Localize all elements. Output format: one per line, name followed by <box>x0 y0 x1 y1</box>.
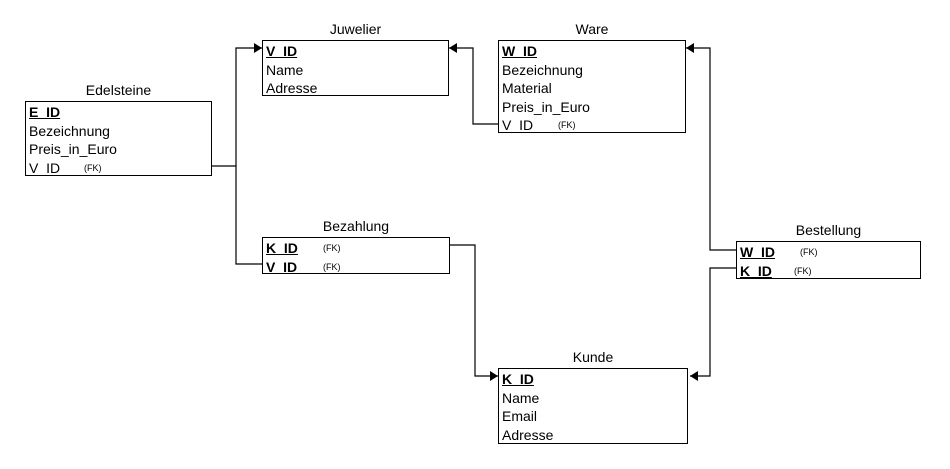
entity-ware-attr-material: Material <box>502 79 685 98</box>
attr-name: V_ID <box>266 258 298 275</box>
attr-name: Bezeichnung <box>502 61 583 78</box>
entity-ware-attr-preis: Preis_in_Euro <box>502 98 685 117</box>
connector-bezahlung-kunde <box>450 244 498 381</box>
attr-name: E_ID <box>29 104 61 120</box>
entity-edelsteine-attr-v-id: V_ID (FK) <box>29 159 211 178</box>
attr-name: Name <box>266 61 304 78</box>
entity-juwelier[interactable]: Juwelier V_ID Name Adresse <box>262 21 449 96</box>
fk-marker: (FK) <box>800 247 818 257</box>
entity-bezahlung-attr-v-id: V_ID (FK) <box>266 258 449 277</box>
attr-name: Preis_in_Euro <box>502 98 590 115</box>
entity-juwelier-title: Juwelier <box>329 21 382 37</box>
entity-juwelier-attr-name: Name <box>266 61 448 80</box>
entity-ware-attr-bezeichnung: Bezeichnung <box>502 61 685 80</box>
entity-ware-box: W_ID Bezeichnung Material Preis_in_Euro … <box>498 40 686 133</box>
entity-edelsteine[interactable]: Edelsteine E_ID Bezeichnung Preis_in_Eur… <box>25 82 212 176</box>
attr-name: V_ID <box>266 43 298 59</box>
entity-ware[interactable]: Ware W_ID Bezeichnung Material Preis_in_… <box>498 21 686 133</box>
entity-bestellung-box: W_ID (FK) K_ID (FK) <box>736 241 921 279</box>
entity-kunde[interactable]: Kunde K_ID Name Email Adresse <box>498 349 688 444</box>
entity-ware-attr-v-id: V_ID (FK) <box>502 116 685 135</box>
entity-kunde-title: Kunde <box>572 349 614 365</box>
entity-bezahlung-title: Bezahlung <box>322 218 390 234</box>
attr-name: Adresse <box>266 80 318 96</box>
attr-name: V_ID <box>502 117 534 133</box>
fk-marker: (FK) <box>323 261 341 272</box>
attr-name: Email <box>502 408 538 424</box>
entity-juwelier-attr-adresse: Adresse <box>266 79 448 98</box>
entity-bezahlung-box: K_ID (FK) V_ID (FK) <box>262 237 450 277</box>
entity-ware-attr-w-id: W_ID <box>502 42 685 61</box>
entity-kunde-attr-k-id: K_ID <box>502 370 687 389</box>
connector-bestellung-kunde <box>690 267 736 381</box>
entity-edelsteine-attr-preis: Preis_in_Euro <box>29 140 211 159</box>
attr-name: Adresse <box>502 426 554 443</box>
attr-name: K_ID <box>502 371 534 387</box>
entity-edelsteine-attr-e-id: E_ID <box>29 103 211 122</box>
attr-name: W_ID <box>502 43 537 59</box>
attr-name: K_ID <box>740 262 772 279</box>
entity-bestellung-title: Bestellung <box>795 222 862 238</box>
connector-edelsteine-juwelier <box>212 43 262 167</box>
connector-ware-juwelier <box>449 43 498 125</box>
fk-marker: (FK) <box>323 243 341 253</box>
entity-kunde-box: K_ID Name Email Adresse <box>498 368 688 444</box>
attr-name: Preis_in_Euro <box>29 141 117 157</box>
fk-marker: (FK) <box>794 265 812 276</box>
entity-kunde-attr-email: Email <box>502 407 687 426</box>
entity-kunde-attr-name: Name <box>502 389 687 408</box>
entity-bestellung-attr-w-id: W_ID (FK) <box>740 243 920 262</box>
attr-name: K_ID <box>266 240 298 256</box>
entity-edelsteine-attr-bezeichnung: Bezeichnung <box>29 122 211 141</box>
entity-edelsteine-box: E_ID Bezeichnung Preis_in_Euro V_ID (FK) <box>25 101 212 176</box>
fk-marker: (FK) <box>84 162 102 173</box>
entity-bestellung-attr-k-id: K_ID (FK) <box>740 262 920 281</box>
entity-kunde-attr-adresse: Adresse <box>502 426 687 445</box>
fk-marker: (FK) <box>558 120 576 130</box>
entity-bezahlung-attr-k-id: K_ID (FK) <box>266 239 449 258</box>
entity-juwelier-box: V_ID Name Adresse <box>262 40 449 96</box>
attr-name: Material <box>502 80 552 96</box>
attr-name: Name <box>502 389 540 406</box>
connector-bestellung-ware <box>686 43 736 251</box>
entity-bestellung[interactable]: Bestellung W_ID (FK) K_ID (FK) <box>736 222 921 279</box>
entity-bezahlung[interactable]: Bezahlung K_ID (FK) V_ID (FK) <box>262 218 450 277</box>
attr-name: Bezeichnung <box>29 122 110 139</box>
attr-name: W_ID <box>740 244 775 260</box>
connector-bezahlung-juwelier <box>235 166 262 265</box>
attr-name: V_ID <box>29 159 61 176</box>
entity-ware-title: Ware <box>575 21 609 37</box>
entity-juwelier-attr-v-id: V_ID <box>266 42 448 61</box>
entity-edelsteine-title: Edelsteine <box>85 82 152 98</box>
